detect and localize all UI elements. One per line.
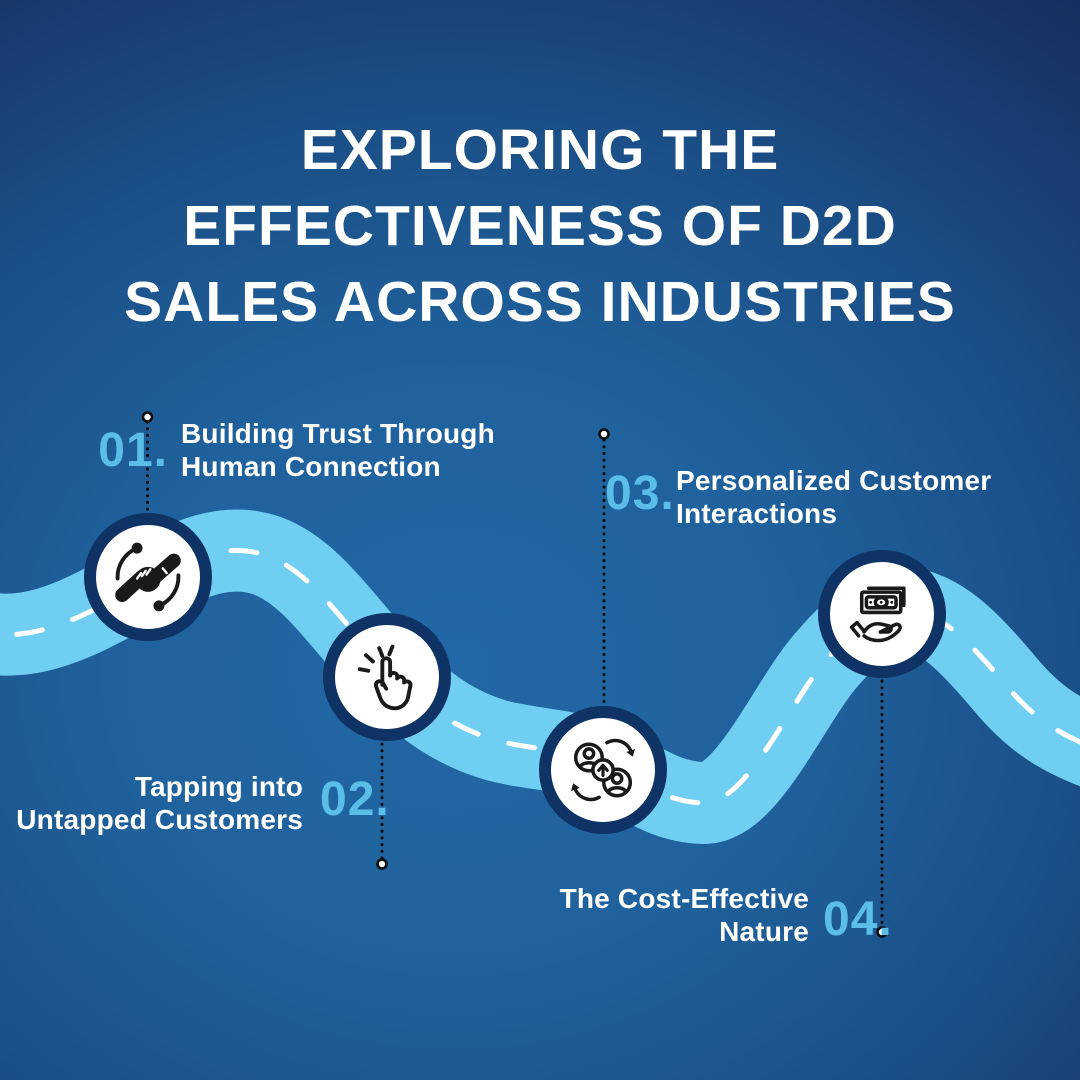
milestone-4-circle [818, 550, 946, 678]
milestone-1-label-line-1: Building Trust Through [181, 418, 495, 449]
milestone-1-circle [84, 513, 212, 641]
milestone-1-connector-endpoint [141, 411, 154, 423]
milestone-1-label: Building Trust Through Human Connection [181, 417, 495, 483]
page-title-line-2: EFFECTIVENESS OF D2D [183, 194, 897, 258]
page-title-line-3: SALES ACROSS INDUSTRIES [124, 270, 956, 334]
page-title-line-1: EXPLORING THE [300, 118, 780, 182]
milestone-2-circle [323, 613, 451, 741]
milestone-3-number: 03. [605, 467, 675, 520]
milestone-3-circle [539, 706, 667, 834]
page-title: EXPLORING THE EFFECTIVENESS OF D2D SALES… [0, 112, 1080, 340]
milestone-1-label-line-2: Human Connection [181, 451, 441, 482]
handshake-icon [115, 542, 181, 612]
milestone-4-label: The Cost-Effective Nature [560, 882, 809, 948]
milestone-4-connector-endpoint [876, 926, 888, 938]
milestone-3-label: Personalized Customer Interactions [676, 464, 991, 530]
milestone-3-label-line-2: Interactions [676, 498, 838, 529]
milestone-3-connector-endpoint [598, 428, 610, 440]
milestone-2-label-line-2: Untapped Customers [16, 804, 303, 835]
money-in-hand-icon [849, 586, 906, 643]
milestone-1-number: 01. [98, 424, 168, 477]
milestone-4-label-line-1: The Cost-Effective [559, 883, 809, 914]
customer-exchange-icon [571, 738, 635, 802]
milestone-2-number: 02. [320, 773, 390, 826]
milestone-4-label-line-2: Nature [719, 916, 809, 947]
milestone-2-label: Tapping into Untapped Customers [16, 770, 303, 836]
milestone-4-number: 04. [823, 893, 893, 946]
milestone-2-label-line-1: Tapping into [134, 771, 303, 802]
milestone-3-label-line-1: Personalized Customer [676, 465, 992, 496]
tap-click-icon [357, 644, 413, 711]
milestone-2-connector-endpoint [376, 858, 388, 870]
